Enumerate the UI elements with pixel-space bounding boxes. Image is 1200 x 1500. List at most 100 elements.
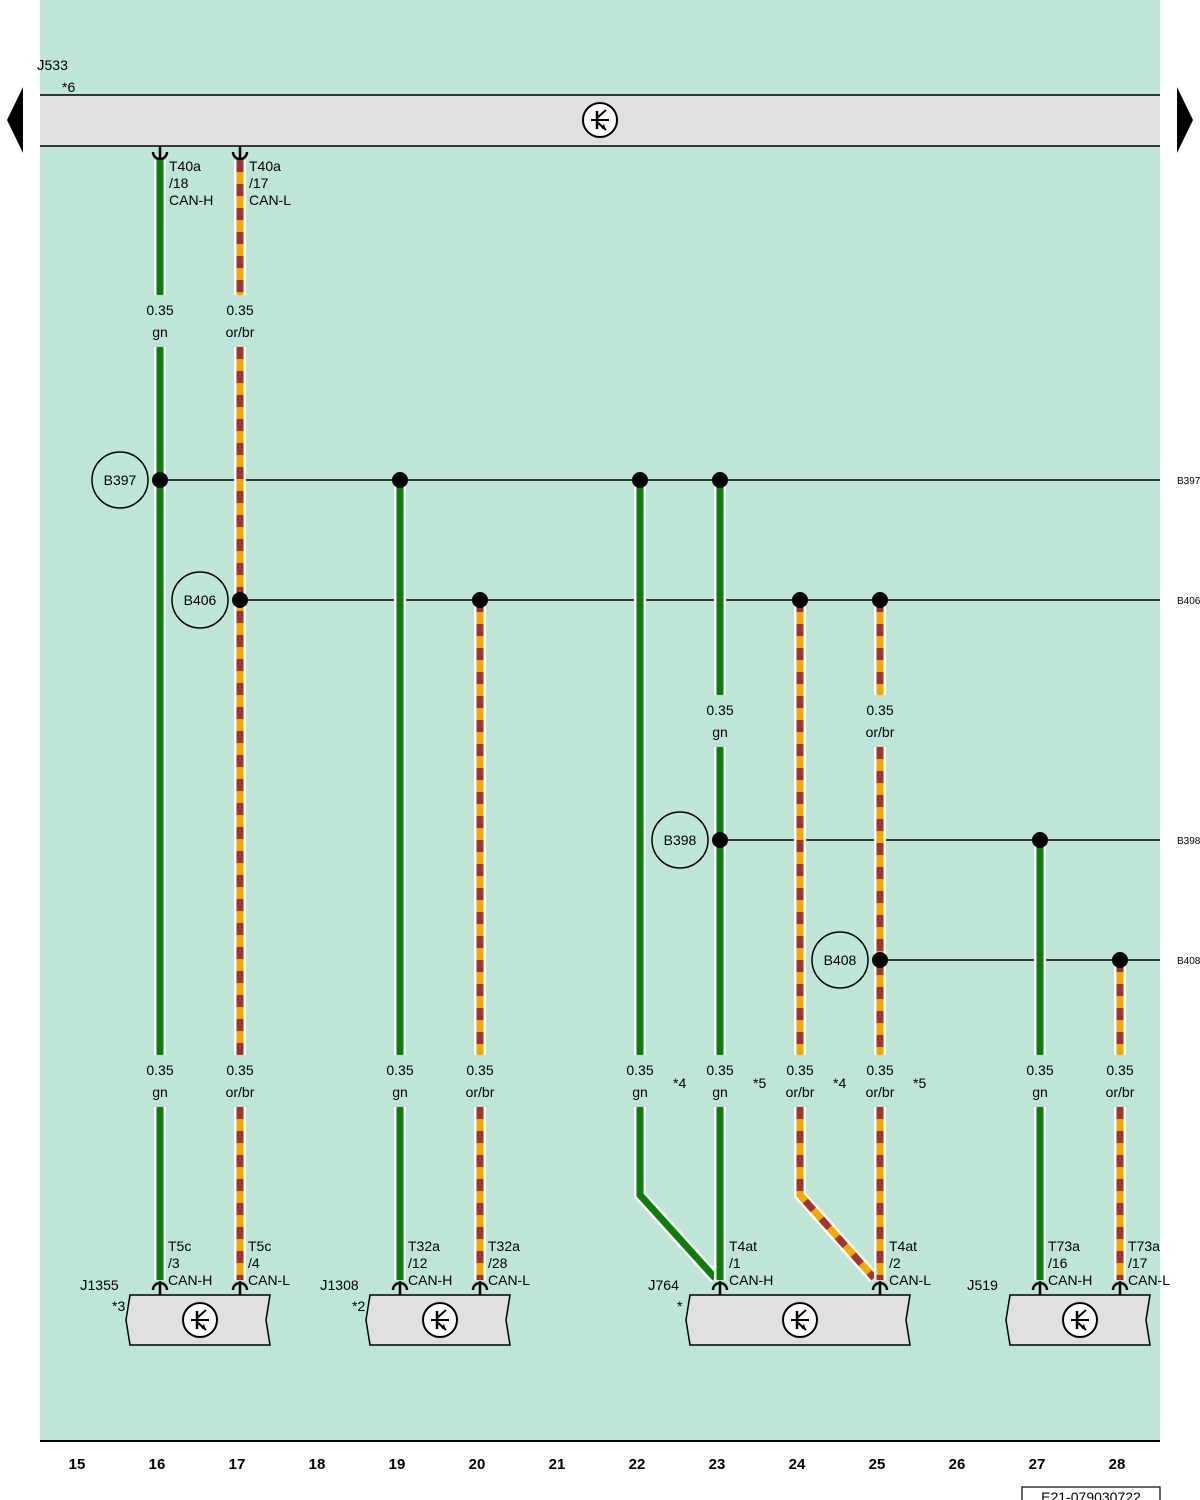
- connector-pin-icon: [871, 1281, 889, 1295]
- bus-edge-label: B397: [1177, 476, 1200, 487]
- pin-number: /17: [1128, 1255, 1148, 1271]
- gateway-note: *6: [62, 79, 75, 95]
- splice-point: [712, 832, 728, 848]
- wire-spec-labels: 0.35 gn 0.35 or/br 0.35 gn 0.35 or/br 0.…: [146, 302, 1134, 1100]
- footnote-marker: *5: [753, 1075, 766, 1091]
- wire-color: gn: [632, 1084, 648, 1100]
- bus-edge-label: B408: [1177, 956, 1200, 967]
- wire-color: or/br: [866, 724, 895, 740]
- connector-pin-icon: [1111, 1281, 1129, 1295]
- splice-dot-layer: [152, 472, 1128, 968]
- footnote-marker: *4: [833, 1075, 846, 1091]
- splice-label: B397: [104, 472, 137, 488]
- column-number: 28: [1109, 1456, 1126, 1473]
- svg-text:J1355: J1355: [80, 1277, 119, 1294]
- column-number: 20: [469, 1456, 486, 1473]
- column-number: 18: [309, 1456, 326, 1473]
- splice-point: [712, 472, 728, 488]
- pin-signal: CAN-H: [1048, 1272, 1092, 1288]
- splice-b408[interactable]: B408: [811, 931, 869, 989]
- connector-pin-icon: [151, 1281, 169, 1295]
- wire-size: 0.35: [466, 1062, 493, 1078]
- column-number: 15: [69, 1456, 86, 1473]
- wire-color: or/br: [466, 1084, 495, 1100]
- bus-edge-label: B406: [1177, 596, 1200, 607]
- wire-size: 0.35: [146, 302, 173, 318]
- column-number: 17: [229, 1456, 246, 1473]
- module-layer: J1355 *3 T5c /3 CAN-H T5c /4 CAN-L J1308…: [80, 1238, 1170, 1346]
- column-number: 26: [949, 1456, 966, 1473]
- pin-number: /1: [729, 1255, 741, 1271]
- pin-arc: [151, 151, 169, 161]
- pin-signal: CAN-H: [729, 1272, 773, 1288]
- module-number: 1355: [88, 1277, 119, 1293]
- module-note: *: [677, 1298, 683, 1314]
- splice-label: B406: [184, 592, 217, 608]
- wire-color: gn: [712, 724, 728, 740]
- connector-pin-layer: [151, 146, 1129, 1295]
- splice-b397[interactable]: B397: [91, 451, 149, 509]
- wire-size: 0.35: [226, 1062, 253, 1078]
- pin-signal: CAN-L: [1128, 1272, 1170, 1288]
- wire-size: 0.35: [1106, 1062, 1133, 1078]
- splice-point: [392, 472, 408, 488]
- pin-connector: T32a: [488, 1238, 520, 1254]
- module-j519[interactable]: J519 T73a /16 CAN-H T73a /17 CAN-L: [967, 1238, 1170, 1346]
- column-number: 16: [149, 1456, 166, 1473]
- module-prefix: J: [967, 1277, 975, 1294]
- module-note: *3: [112, 1298, 125, 1314]
- splice-point: [792, 592, 808, 608]
- splice-b398[interactable]: B398: [651, 811, 709, 869]
- pin-connector: T40a: [249, 158, 281, 174]
- triangle-left-icon[interactable]: [7, 87, 23, 153]
- pin-signal: CAN-L: [889, 1272, 931, 1288]
- pin-number: /12: [408, 1255, 428, 1271]
- module-j764[interactable]: J764 * T4at /1 CAN-H T4at /2 CAN-L: [648, 1238, 931, 1346]
- pin-connector: T4at: [729, 1238, 757, 1254]
- column-number-ruler: 15 16 17 18 19 20 21 22 23 24 25 26 27 2…: [69, 1456, 1126, 1473]
- triangle-right-icon[interactable]: [1177, 87, 1193, 153]
- wire-color: or/br: [786, 1084, 815, 1100]
- splice-point: [472, 592, 488, 608]
- splice-point: [872, 952, 888, 968]
- module-j1308[interactable]: J1308 *2 T32a /12 CAN-H T32a /28 CAN-L: [320, 1238, 530, 1346]
- ecu-transistor-icon: [1061, 1301, 1099, 1339]
- wire-size: 0.35: [706, 702, 733, 718]
- pin-signal: CAN-L: [248, 1272, 290, 1288]
- module-j1355[interactable]: J1355 *3 T5c /3 CAN-H T5c /4 CAN-L: [80, 1238, 290, 1346]
- pin-number: /17: [249, 175, 269, 191]
- pin-connector: T40a: [169, 158, 201, 174]
- wire-size: 0.35: [146, 1062, 173, 1078]
- wire-size: 0.35: [866, 702, 893, 718]
- connector-pin-icon: [711, 1281, 729, 1295]
- pin-connector: T32a: [408, 1238, 440, 1254]
- wire-color: gn: [712, 1084, 728, 1100]
- splice-point: [1112, 952, 1128, 968]
- connector-pin-icon: [1031, 1281, 1049, 1295]
- ecu-transistor-icon: [421, 1301, 459, 1339]
- wire-color: or/br: [866, 1084, 895, 1100]
- svg-text:J1308: J1308: [320, 1277, 359, 1294]
- module-prefix: J: [320, 1277, 328, 1294]
- pin-number: /4: [248, 1255, 260, 1271]
- wire-size: 0.35: [226, 302, 253, 318]
- column-number: 27: [1029, 1456, 1046, 1473]
- connector-pin-icon: [471, 1281, 489, 1295]
- pin-signal: CAN-H: [168, 1272, 212, 1288]
- svg-text:J764: J764: [648, 1277, 679, 1294]
- wire-size: 0.35: [866, 1062, 893, 1078]
- splice-point: [152, 472, 168, 488]
- module-number: 1308: [328, 1277, 359, 1293]
- wire-color: or/br: [226, 1084, 255, 1100]
- connector-pin-icon: [231, 146, 249, 161]
- splice-label: B398: [664, 832, 697, 848]
- splice-point: [872, 592, 888, 608]
- splice-b406[interactable]: B406: [171, 571, 229, 629]
- connector-pin-icon: [231, 1281, 249, 1295]
- svg-text:J519: J519: [967, 1277, 998, 1294]
- ecu-transistor-icon: [181, 1301, 219, 1339]
- wire-core: [636, 1107, 718, 1281]
- module-number: 764: [656, 1277, 680, 1293]
- pin-connector: T5c: [248, 1238, 271, 1254]
- pin-number: /3: [168, 1255, 180, 1271]
